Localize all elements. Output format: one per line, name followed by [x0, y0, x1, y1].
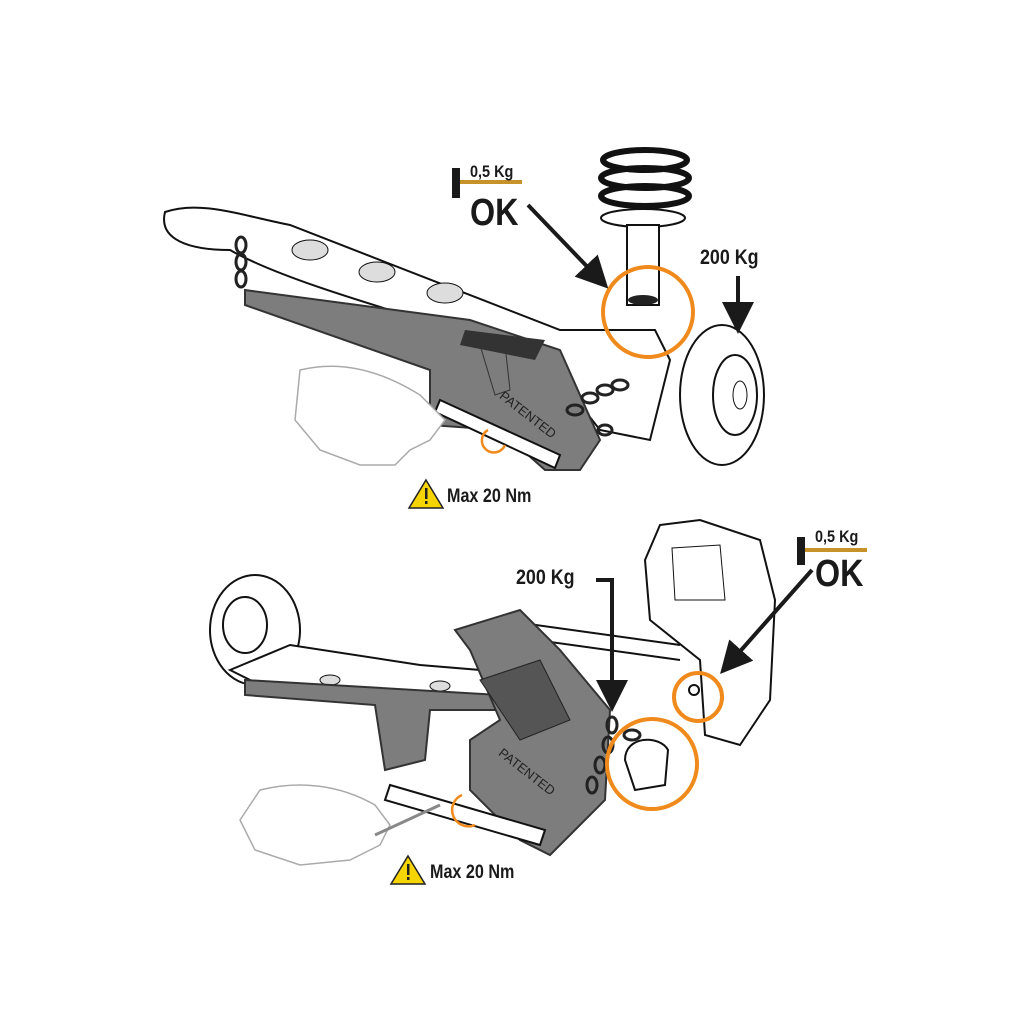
- hammer-arrow: [720, 568, 814, 674]
- load-label: 200 Kg: [516, 566, 575, 589]
- hammer-arrow: [526, 203, 609, 289]
- strut-tube: [626, 224, 660, 306]
- tool-jaw: [460, 330, 545, 360]
- hammer-weight-label: 0,5 Kg: [470, 162, 514, 181]
- rotate-arrow-icon: [450, 793, 476, 828]
- chain: [234, 235, 630, 437]
- ok-label: OK: [470, 192, 519, 234]
- ball-joint-highlight: [601, 265, 695, 359]
- torque-warning: Max 20 Nm: [430, 862, 515, 883]
- hammer-icon: [797, 537, 867, 565]
- knuckle-highlight: [672, 671, 724, 723]
- warning-icon: [389, 854, 427, 885]
- separator-tool-body: [244, 678, 502, 772]
- bottom-suspension: [209, 518, 867, 885]
- load-label: 200 Kg: [700, 246, 759, 269]
- torque-warning: Max 20 Nm: [447, 486, 532, 507]
- load-arrow: [596, 578, 628, 712]
- coil-spring: [598, 147, 692, 209]
- warning-icon: [407, 478, 445, 509]
- rotate-arrow-icon: [480, 428, 507, 454]
- hand-illustration: [294, 365, 446, 466]
- hammer-weight-label: 0,5 Kg: [815, 527, 859, 546]
- top-suspension: [163, 147, 765, 509]
- hammer-icon: [452, 168, 522, 198]
- tension-screw: [383, 783, 547, 847]
- hand-illustration: [239, 784, 391, 866]
- ball-joint-highlight: [605, 717, 699, 811]
- ok-label: OK: [815, 553, 864, 595]
- ball-joint: [623, 738, 670, 792]
- tension-screw: [433, 398, 562, 470]
